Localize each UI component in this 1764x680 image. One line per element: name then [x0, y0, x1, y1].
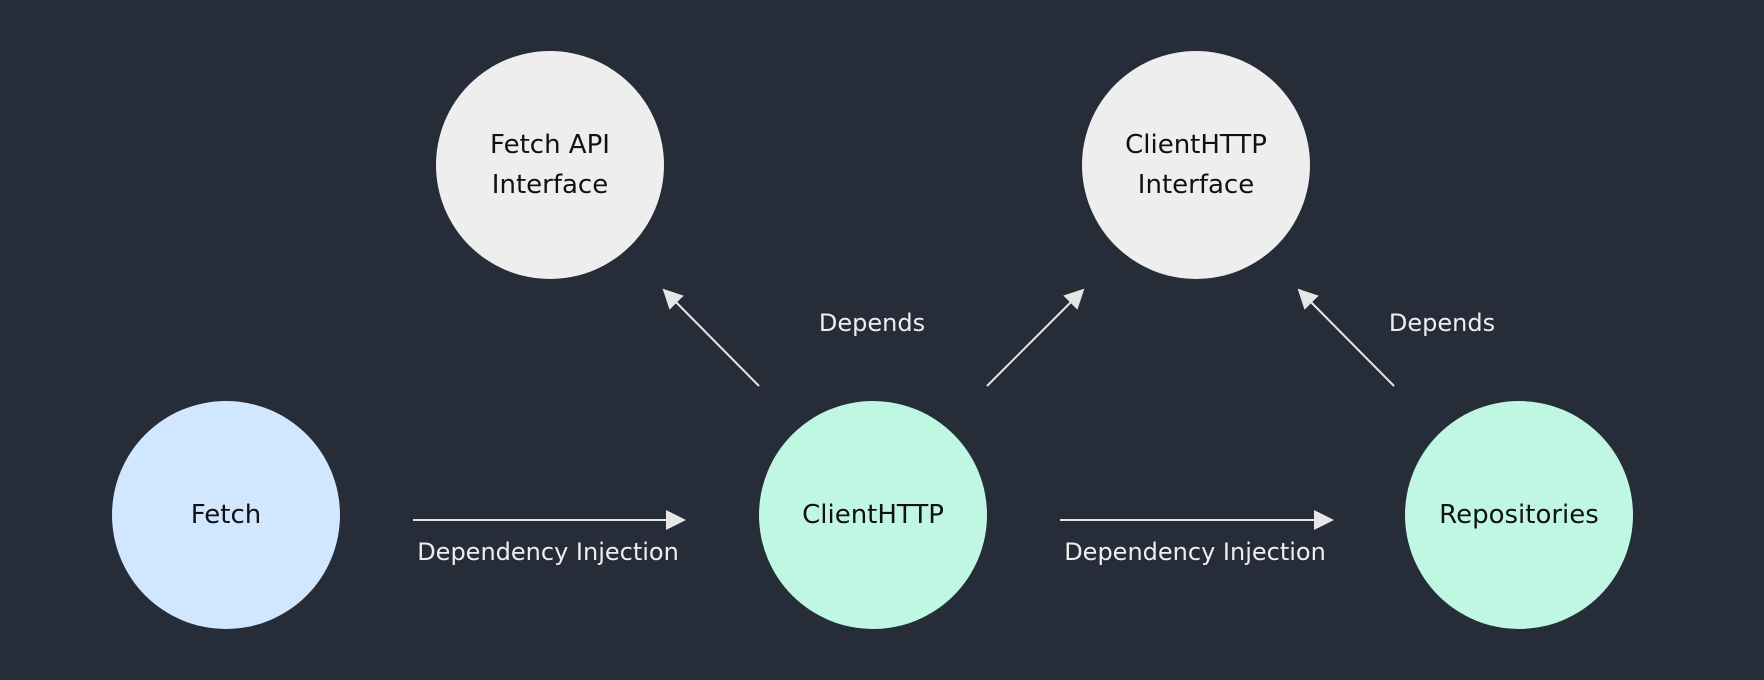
node-fetch-api-interface: Fetch API Interface — [436, 51, 664, 279]
arrow-clienthttp-to-clienthttp-interface — [986, 288, 1085, 387]
edge-label-di-fetch-clienthttp: Dependency Injection — [417, 538, 679, 566]
edge-label-depends-fetch-api: Depends — [818, 309, 926, 337]
arrow-repositories-to-clienthttp-interface — [1297, 288, 1395, 387]
node-clienthttp: ClientHTTP — [759, 401, 987, 629]
edge-label-di-clienthttp-repositories: Dependency Injection — [1064, 538, 1326, 566]
node-clienthttp-interface: ClientHTTP Interface — [1082, 51, 1310, 279]
edge-label-depends-clienthttp-interface: Depends — [1388, 309, 1496, 337]
arrow-clienthttp-to-fetch-api-interface — [662, 288, 760, 387]
node-fetch: Fetch — [112, 401, 340, 629]
node-repositories: Repositories — [1405, 401, 1633, 629]
